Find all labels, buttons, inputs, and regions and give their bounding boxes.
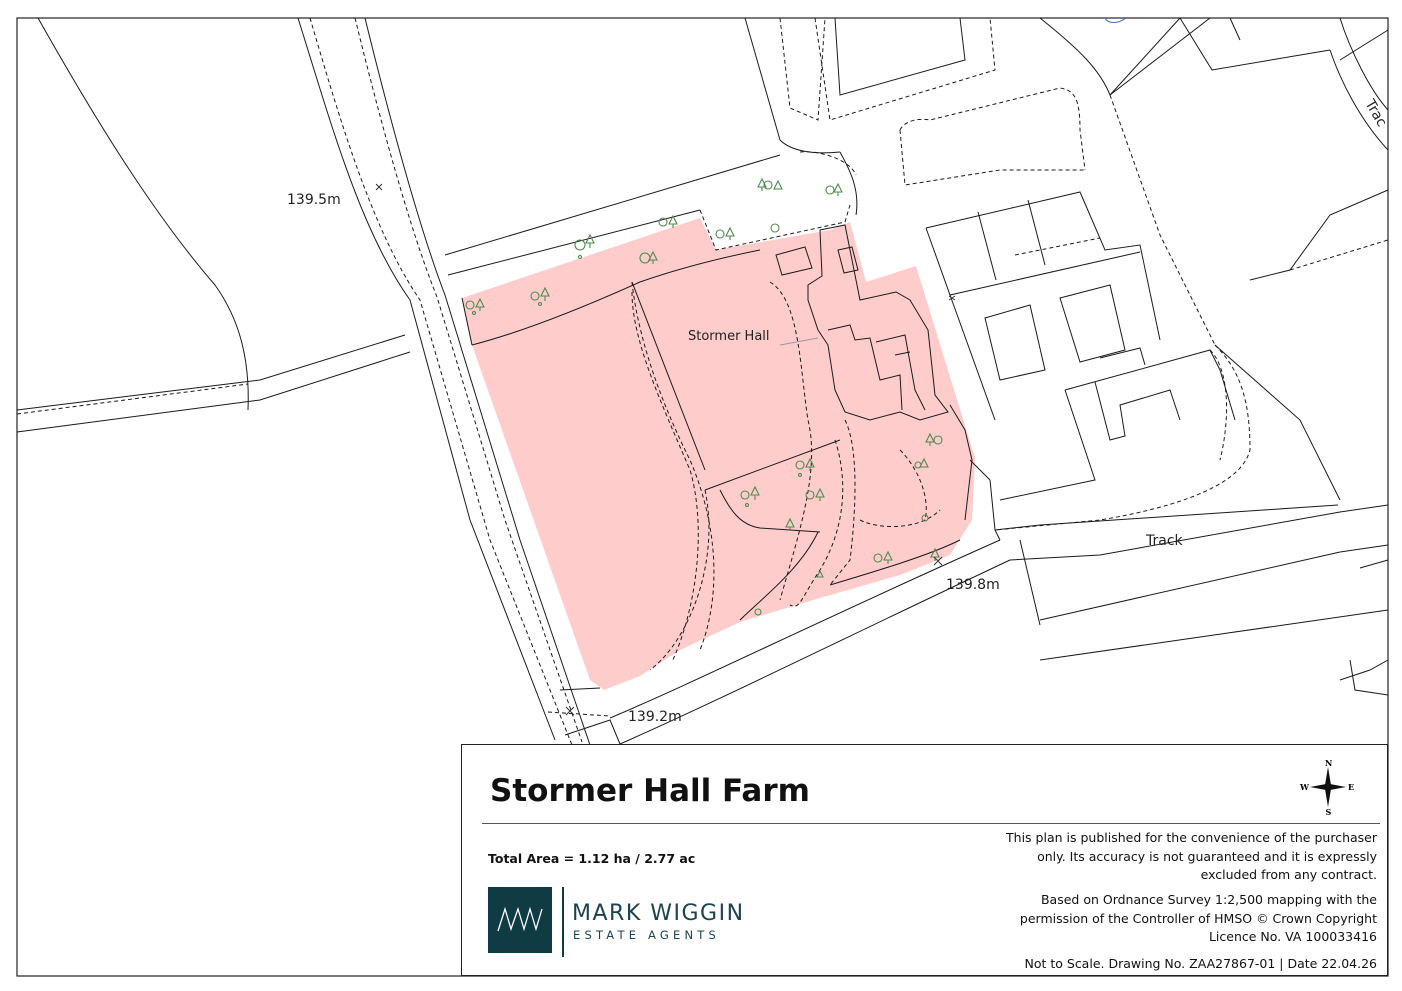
disclaimer-accuracy: This plan is published for the convenien… [1006,830,1377,882]
property-boundary [462,218,975,690]
compass-s: S [1326,807,1332,815]
tree-symbols [465,177,943,616]
label-track-corner: Trac [1361,96,1390,130]
logo-name: MARK WIGGIN [572,901,745,926]
disclaimer-copyright: Based on Ordnance Survey 1:2,500 mapping… [1019,892,1377,944]
spot-height-139-5: 139.5m [287,192,341,208]
map-frame [16,17,1389,977]
map-linework [16,17,1389,746]
logo-subtitle: ESTATE AGENTS [573,928,720,942]
stormer-hall-building [775,224,949,421]
compass-e: E [1348,782,1354,792]
agent-logo: MARK WIGGIN ESTATE AGENTS [488,887,748,957]
plan-legend: Stormer Hall Farm N S E W Total Area = 1… [461,744,1388,976]
compass-n: N [1325,759,1332,768]
spot-height-139-2: 139.2m [628,709,682,725]
plan-title: Stormer Hall Farm [490,773,810,809]
label-track: Track [1145,533,1184,549]
logo-divider [562,887,564,957]
property-linework [461,249,973,671]
title-divider [482,823,1380,824]
survey-markers [375,183,956,716]
total-area: Total Area = 1.12 ha / 2.77 ac [488,851,696,866]
spot-height-139-8: 139.8m [946,577,1000,593]
compass-w: W [1299,782,1310,792]
logo-monogram [488,887,552,953]
label-stormer-hall: Stormer Hall [688,329,770,344]
drawing-info: Not to Scale. Drawing No. ZAA27867-01 | … [1024,956,1377,971]
mw-monogram-icon [497,906,543,932]
compass-rose-icon: N S E W [1299,759,1354,815]
pond [1104,17,1127,23]
